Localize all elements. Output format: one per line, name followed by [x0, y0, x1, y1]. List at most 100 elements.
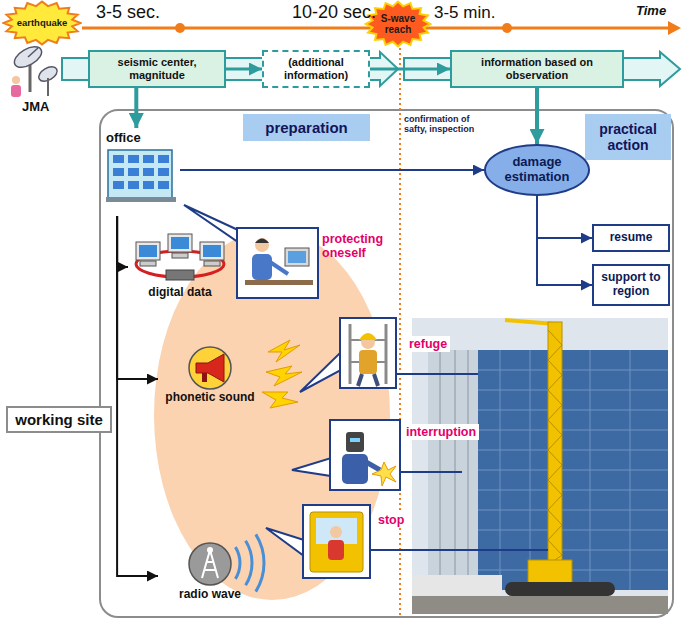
info-arrow — [180, 169, 484, 171]
callout-label: refuge — [406, 336, 450, 352]
protecting-callout-part — [270, 262, 288, 274]
flow-arrow — [370, 68, 450, 71]
time-mark: 10-20 sec. — [292, 2, 376, 23]
megaphone-disc — [189, 347, 231, 389]
building-window — [128, 168, 139, 176]
agency-label: JMA — [22, 100, 49, 115]
refuge-callout-part — [358, 374, 362, 386]
construction-photo-part — [412, 318, 668, 614]
stop-callout-part — [328, 540, 344, 560]
radio-tower-icon — [158, 540, 262, 588]
computer-base — [204, 261, 220, 266]
construction-photo-part-part — [500, 350, 501, 590]
node-text: working site — [15, 411, 103, 428]
construction-photo-part-part — [440, 350, 441, 590]
refuge-callout-part — [385, 324, 388, 384]
radio-tower — [202, 550, 218, 578]
construction-photo — [412, 318, 668, 614]
computer-base — [140, 261, 156, 266]
node-text: support to region — [598, 271, 664, 299]
node-text: resume — [610, 231, 653, 245]
protecting-callout-part — [245, 280, 313, 285]
signal-line — [117, 216, 158, 576]
phase-band: preparation — [243, 114, 370, 141]
protecting-callout — [184, 205, 318, 298]
node-text: information based on observation — [456, 56, 618, 81]
sound-bolts — [262, 340, 302, 408]
refuge-callout-part — [359, 350, 377, 374]
node-text: practical action — [589, 121, 667, 153]
building-window — [158, 155, 169, 163]
protecting-callout-part — [255, 238, 269, 252]
phase-band: practical action — [585, 114, 671, 160]
site-box: working site — [6, 406, 112, 433]
satellite-dish-icon — [11, 43, 60, 97]
building-window — [113, 155, 124, 163]
node-text: earthquake — [17, 18, 68, 29]
node-text: phonetic sound — [165, 391, 254, 405]
time-mark: 3-5 min. — [434, 3, 495, 23]
interruption-callout-part — [350, 438, 360, 442]
radio-arcs — [235, 534, 264, 591]
radio-arcs-part — [246, 541, 252, 586]
signal-line — [117, 216, 128, 267]
construction-photo-part — [505, 582, 615, 596]
s-wave-divider-part — [399, 48, 401, 618]
computer-network-icon — [128, 232, 232, 286]
info-box-dashed: (additional information) — [262, 50, 370, 88]
node-text: digital data — [148, 286, 211, 300]
device-node: digital data — [128, 232, 232, 302]
node-text: damage estimation — [490, 155, 584, 185]
device-node: radio wave — [158, 540, 262, 612]
monitor-screen — [203, 245, 221, 257]
building-window — [128, 181, 139, 189]
satellite-dish-icon-part — [28, 48, 38, 57]
leader-line-part — [370, 549, 548, 551]
starburst-shape — [4, 2, 81, 45]
construction-photo-part — [440, 350, 468, 590]
node-text: (additional information) — [268, 56, 364, 81]
flow-arrow — [134, 88, 138, 128]
network-hub — [166, 270, 194, 280]
construction-photo-part — [412, 596, 668, 614]
megaphone-handle — [202, 373, 207, 382]
office-building-icon — [106, 146, 176, 204]
action-arrow — [537, 196, 592, 285]
node-text: S-wave reach — [374, 13, 422, 36]
satellite-dish-icon-part — [12, 76, 20, 84]
radio-arcs-part — [256, 534, 264, 591]
building-window — [128, 155, 139, 163]
refuge-callout-part — [374, 374, 378, 386]
leader-line-part — [400, 471, 462, 473]
monitor — [200, 242, 224, 260]
monitor — [136, 242, 160, 260]
refuge-callout-part — [300, 352, 341, 392]
construction-photo-part-part — [455, 350, 456, 590]
satellite-dish-icon-part — [11, 85, 21, 97]
flow-arrow — [535, 88, 539, 144]
interruption-callout-part — [346, 432, 364, 452]
action-box: support to region — [592, 264, 670, 306]
interruption-callout-part — [372, 462, 396, 486]
stop-callout-part — [330, 526, 342, 538]
refuge-callout — [300, 318, 396, 392]
satellite-dish-icon-part — [11, 43, 45, 72]
interruption-callout-part — [292, 458, 331, 476]
node-text: radio wave — [179, 588, 241, 602]
construction-photo-part-part — [530, 350, 531, 590]
working-site-region-part — [100, 110, 673, 617]
interruption-callout — [292, 420, 400, 490]
sound-bolts-part — [266, 366, 302, 386]
protecting-callout-part — [288, 251, 306, 263]
stop-callout-part — [303, 505, 370, 578]
radio-antenna — [207, 547, 213, 553]
earthquake-burst: earthquake — [2, 0, 82, 46]
megaphone — [196, 354, 224, 382]
computer-base — [172, 253, 188, 258]
node-text: seismic center, magnitude — [94, 56, 220, 81]
info-box: seismic center, magnitude — [88, 50, 226, 88]
interruption-callout-part — [330, 420, 400, 490]
action-box: resume — [592, 224, 670, 252]
satellite-dish-icon-part — [47, 78, 49, 96]
